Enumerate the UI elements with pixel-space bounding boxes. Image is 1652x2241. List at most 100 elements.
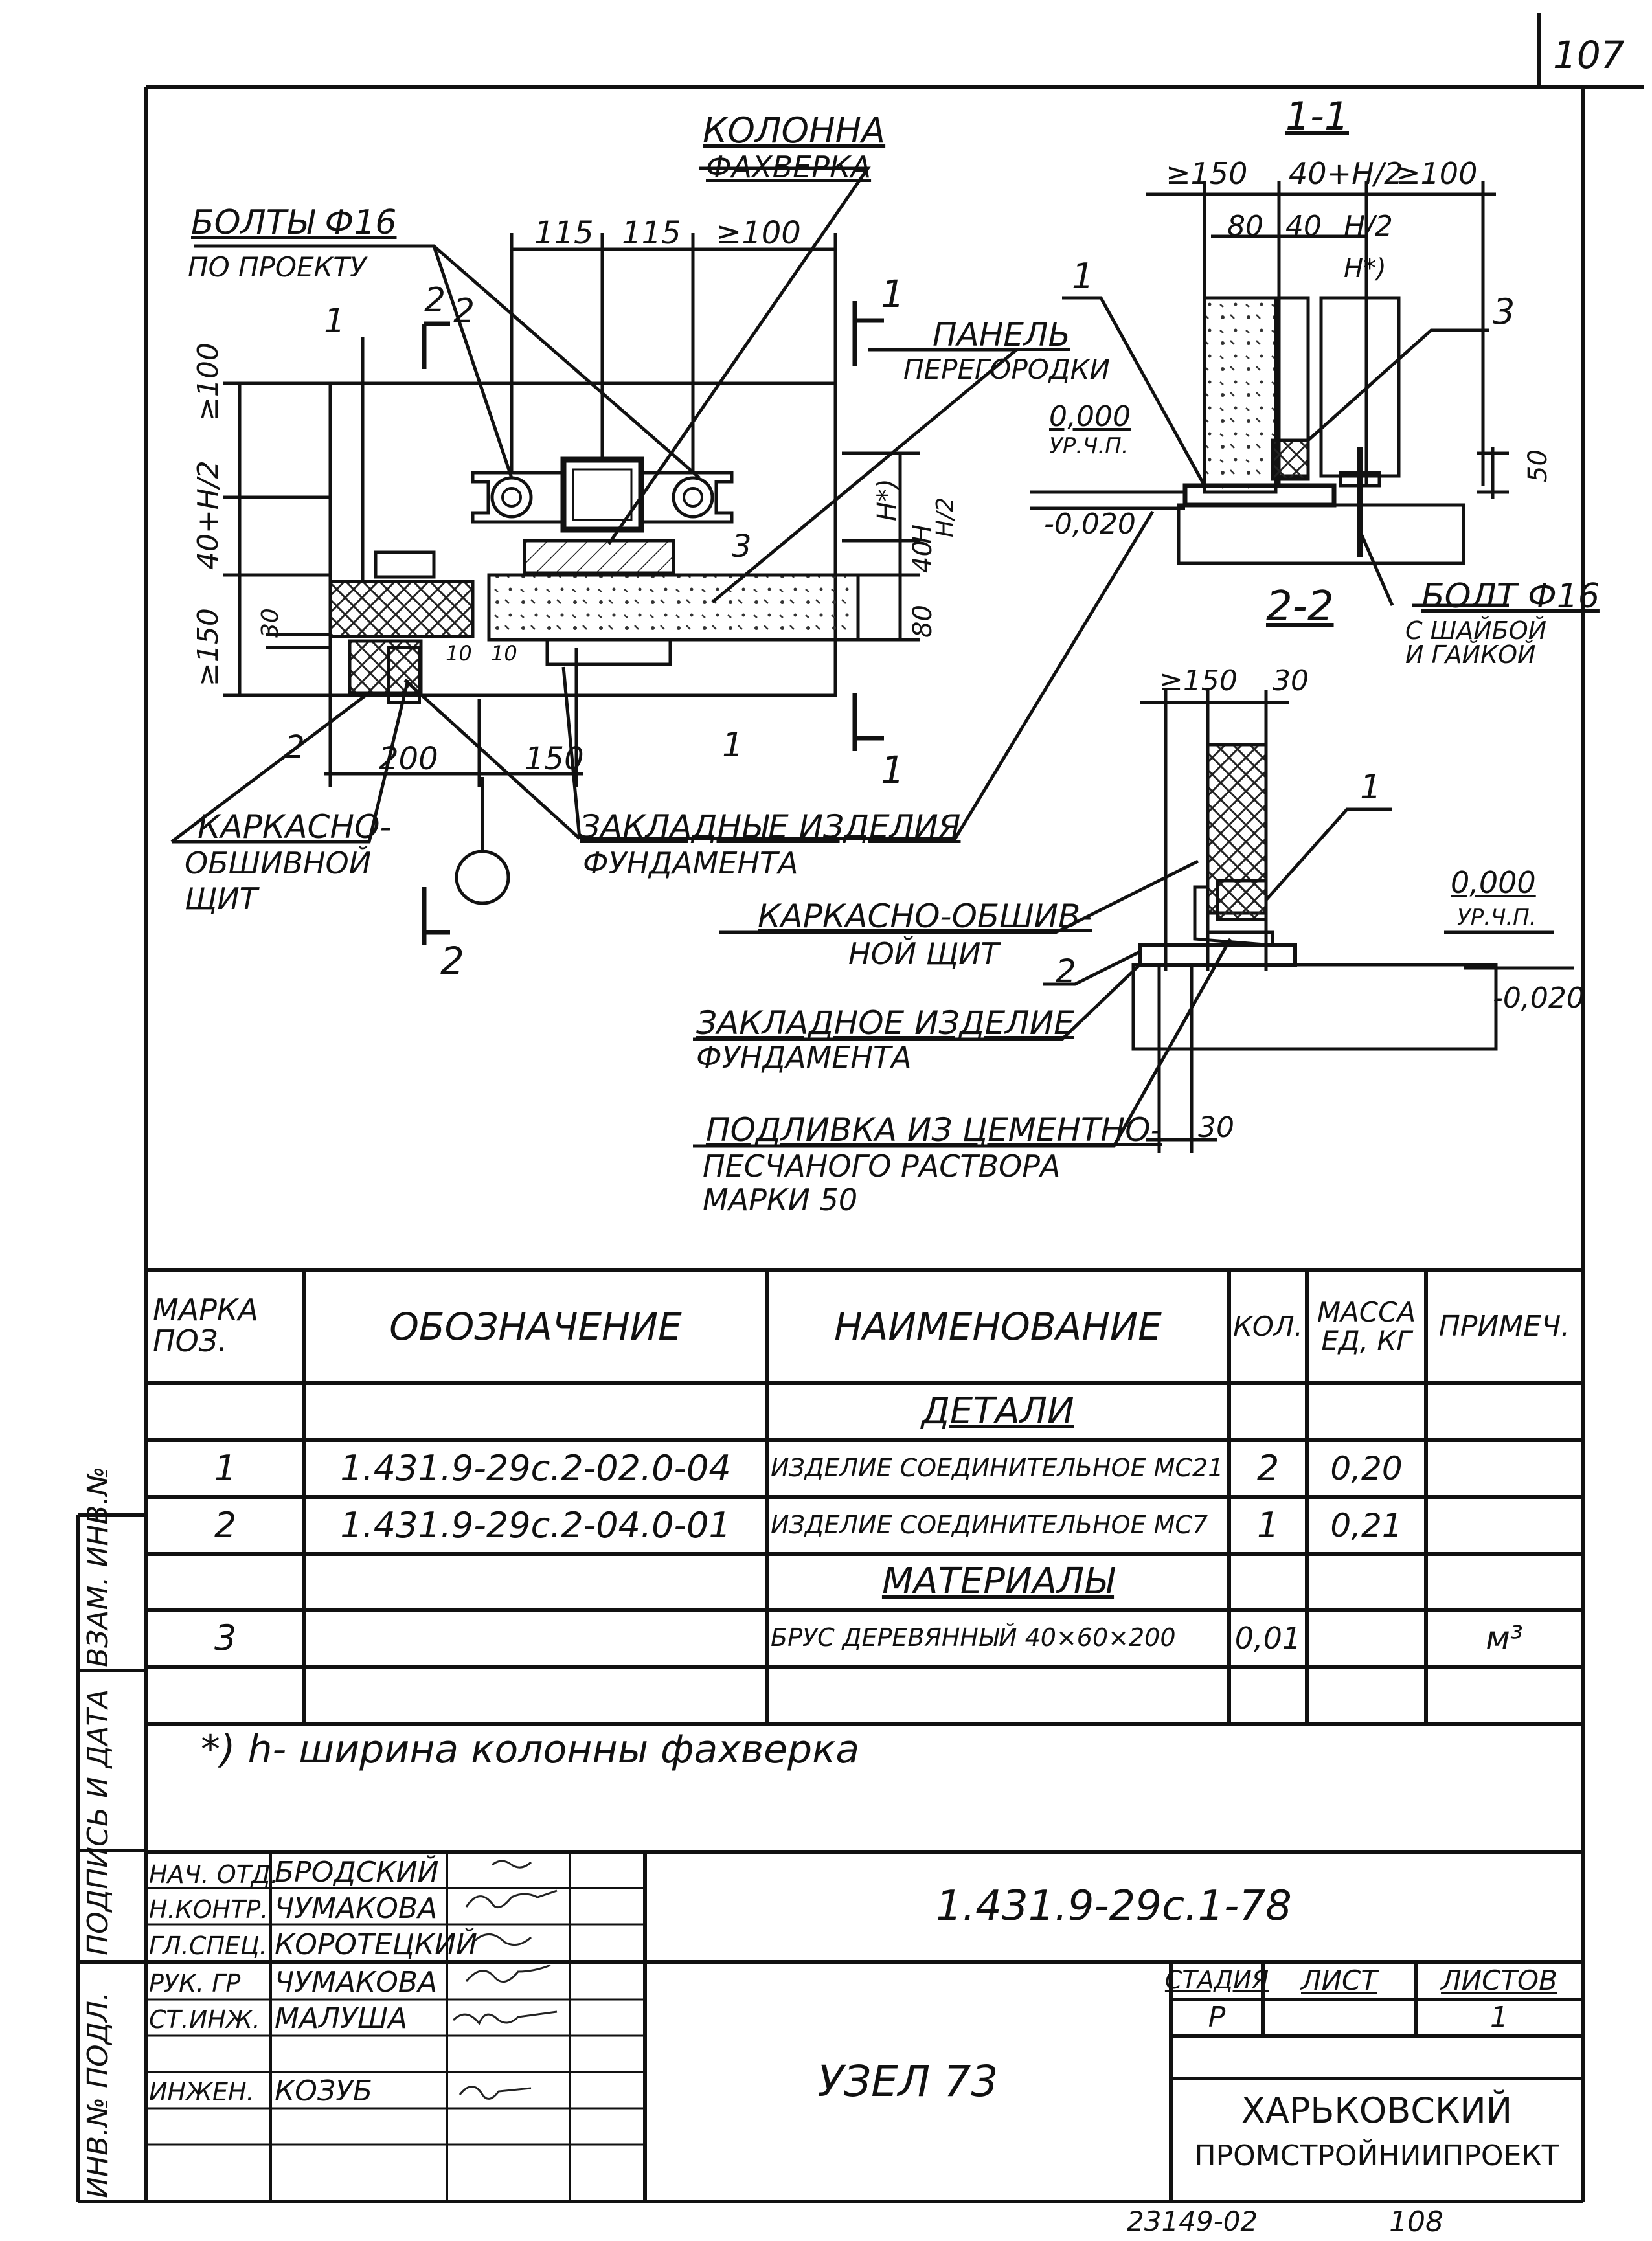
sheet-value <box>1263 1999 1416 2036</box>
col-header-name: Наименование <box>834 1304 1162 1349</box>
tb-name-5: Малуша <box>275 2002 408 2035</box>
label-frame-panel-b-2: ной щит <box>848 936 999 971</box>
s11-dim-100: ≥100 <box>1396 156 1478 191</box>
side-stamp-sign: Подпись и дата <box>82 1689 115 1955</box>
label-embedded-b: Закладное изделие <box>696 1004 1074 1042</box>
sheets-value: 1 <box>1490 2000 1508 2034</box>
section-details: Детали <box>922 1390 1074 1432</box>
row-2-name: Изделие соединительное МС7 <box>771 1511 1208 1540</box>
dim-200: 200 <box>379 741 438 777</box>
s22-mark-2: 2 <box>1056 952 1076 990</box>
tb-role-4: Рук. гр <box>149 1969 241 1998</box>
page-number: 107 <box>1553 33 1625 77</box>
dim-30: 30 <box>257 608 284 638</box>
mark-1-plan: 1 <box>324 302 346 341</box>
row-3-mark: 3 <box>214 1617 237 1658</box>
dim-10-a: 10 <box>446 641 472 666</box>
mark-2-plan-b: 2 <box>285 729 305 765</box>
footnote: *) h- ширина колонны фахверка <box>201 1727 860 1772</box>
row-2-mark: 2 <box>214 1504 237 1546</box>
dim-150-vertical: ≥150 <box>192 608 225 686</box>
label-frame-panel-3: щит <box>185 881 258 916</box>
row-1-note <box>1426 1440 1583 1497</box>
section-mark-1-top: 1 <box>881 272 905 316</box>
s22-mark-1: 1 <box>1360 768 1382 807</box>
label-embedded-2: фундамента <box>583 846 798 881</box>
label-bolt-washer-2: с шайбой <box>1405 616 1547 645</box>
label-bolts: Болты Ф16 <box>191 203 397 242</box>
section-mark-2-top: 2 <box>453 292 475 331</box>
label-embedded: Закладные изделия <box>580 808 961 846</box>
label-frame-panel: Каркасно- <box>198 808 392 846</box>
row-2-mass: 0,21 <box>1330 1506 1403 1544</box>
dim-150-b: 150 <box>525 741 584 777</box>
s11-dim-hstar: h*) <box>1344 254 1386 284</box>
dim-100-vertical: ≥100 <box>192 343 225 421</box>
dim-10-b: 10 <box>491 641 517 666</box>
label-column-2: фахверка <box>706 150 872 185</box>
col-header-note: Примеч. <box>1438 1309 1570 1343</box>
row-2-designation: 1.431.9-29с.2-04.0-01 <box>340 1504 731 1546</box>
tb-role-1: Нач. отд. <box>149 1860 278 1889</box>
sheets-label: Листов <box>1441 1964 1557 1996</box>
section-mark-1-bottom: 1 <box>881 748 905 792</box>
signatures <box>452 1860 558 2100</box>
label-bolt-washer: Болт Ф16 <box>1421 577 1600 616</box>
s22-level-minus: -0,020 <box>1493 982 1585 1015</box>
s11-level-minus: -0,020 <box>1044 508 1136 541</box>
label-embedded-b-2: фундамента <box>696 1040 912 1075</box>
label-frame-panel-2: обшивной <box>185 846 372 881</box>
dim-40-h2: 40+h/2 <box>192 460 225 570</box>
dim-115-b: 115 <box>622 215 681 251</box>
side-stamp-inv: Инв.№ подл. <box>82 1991 115 2198</box>
dim-40: 40 <box>908 540 938 573</box>
col-header-qty: Кол. <box>1233 1310 1303 1342</box>
tb-role-2: Н.контр. <box>149 1895 269 1924</box>
s11-mark-1: 1 <box>1072 256 1094 297</box>
s11-mark-3: 3 <box>1493 291 1515 332</box>
col-header-mark: Марка поз. <box>153 1292 259 1358</box>
label-grout: Подливка из цементно- <box>706 1111 1162 1149</box>
label-frame-panel-b: Каркасно-обшив- <box>758 897 1092 935</box>
sheet-label: Лист <box>1301 1964 1377 1996</box>
s11-dim-40: 40 <box>1285 210 1322 243</box>
mark-3-plan: 3 <box>732 528 752 565</box>
dim-h2: h/2 <box>932 497 958 537</box>
drawing-title: Узел 73 <box>817 2056 999 2107</box>
row-2-note <box>1426 1497 1583 1554</box>
stage-label: Стадия <box>1164 1966 1269 1995</box>
label-grout-3: марки 50 <box>703 1182 858 1217</box>
tb-name-1: Бродский <box>275 1856 439 1889</box>
row-1-mark: 1 <box>214 1447 237 1489</box>
section-mark-2-bottom: 2 <box>440 939 464 983</box>
dim-h-star: h*) <box>872 479 902 521</box>
s11-dim-h2: h/2 <box>1344 210 1393 243</box>
s11-level-floor: УР.Ч.П. <box>1049 433 1129 459</box>
row-3-designation <box>304 1610 767 1667</box>
row-3-qty: 0,01 <box>1234 1620 1302 1656</box>
col-header-designation: Обозначение <box>389 1304 682 1349</box>
tb-name-3: Коротецкий <box>275 1928 477 1961</box>
s11-dim-50: 50 <box>1523 449 1553 482</box>
tb-role-5: Ст.инж. <box>149 2005 260 2034</box>
row-2-qty: 1 <box>1256 1504 1280 1546</box>
s22-dim-30-b: 30 <box>1198 1111 1234 1144</box>
row-3-mass <box>1307 1610 1426 1667</box>
label-panel-2: перегородки <box>903 354 1110 385</box>
s11-dim-80: 80 <box>1227 210 1263 243</box>
s22-dim-150: ≥150 <box>1159 664 1238 697</box>
s22-level-floor: УР.Ч.П. <box>1457 905 1537 930</box>
row-1-designation: 1.431.9-29с.2-02.0-04 <box>340 1447 731 1489</box>
row-3-name: Брус деревянный 40×60×200 <box>771 1623 1176 1652</box>
mark-2-plan: 2 <box>424 281 446 320</box>
side-stamp-replace: Взам. инв.№ <box>82 1466 115 1667</box>
s11-dim-40h2: 40+h/2 <box>1289 156 1403 191</box>
dim-80: 80 <box>908 605 938 638</box>
label-grout-2: песчаного раствора <box>703 1149 1061 1184</box>
stage-value: Р <box>1208 2000 1226 2034</box>
org-name-1: Харьковский <box>1241 2089 1513 2131</box>
tb-name-2: Чумакова <box>275 1892 438 1925</box>
col-header-mass: Масса ед, кг <box>1317 1296 1416 1357</box>
dim-100: ≥100 <box>716 215 801 251</box>
